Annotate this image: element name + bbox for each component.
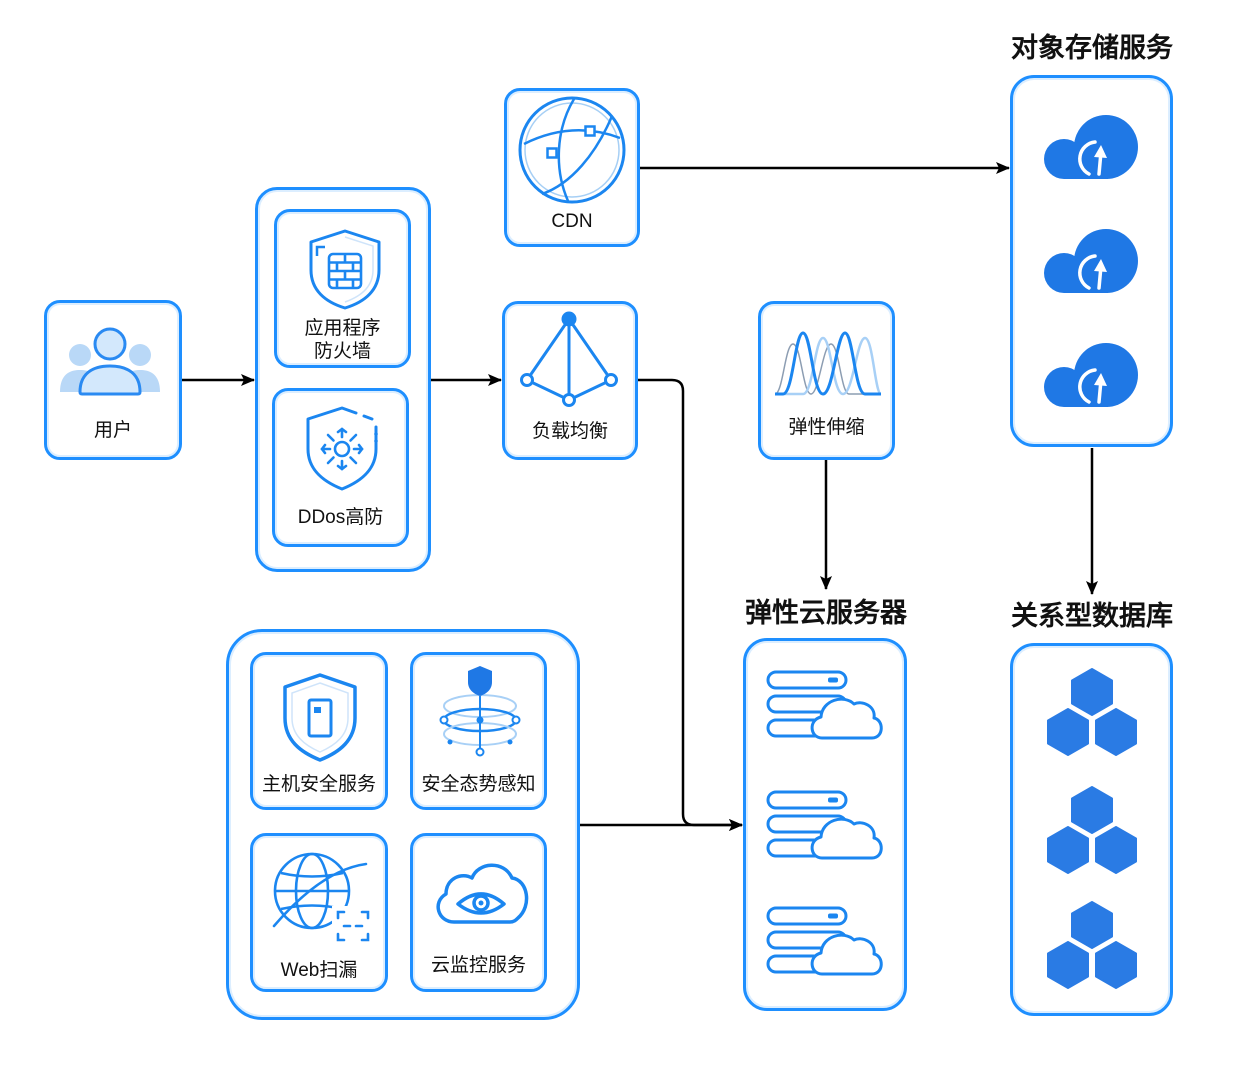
- relational-database-group: [1010, 643, 1173, 1016]
- host-security-node: 主机安全服务: [250, 652, 388, 810]
- situation-awareness-icon: [439, 666, 521, 757]
- cdn-node: CDN: [504, 88, 640, 247]
- object-storage-title: 对象存储服务: [1011, 33, 1173, 63]
- user-node: 用户: [44, 300, 182, 460]
- waf-node: 应用程序 防火墙: [274, 209, 411, 368]
- web-scan-node: Web扫漏: [250, 833, 388, 992]
- auto-scaling-label: 弹性伸缩: [788, 417, 865, 438]
- host-security-label: 主机安全服务: [261, 774, 376, 795]
- waf-label: 应用程序 防火墙: [277, 317, 408, 363]
- cloud-monitor-label: 云监控服务: [430, 955, 526, 976]
- hexagon-cluster-icon: [1040, 900, 1144, 990]
- auto-scaling-node: 弹性伸缩: [758, 301, 895, 460]
- users-icon: [60, 327, 160, 396]
- cloud-monitor-node: 云监控服务: [410, 833, 547, 992]
- cloud-upload-icon: [1042, 114, 1142, 182]
- user-label: 用户: [93, 420, 132, 441]
- wave-icon: [774, 331, 883, 396]
- cloud-eye-icon: [436, 863, 529, 924]
- ddos-label: DDos高防: [297, 507, 384, 528]
- server-cloud-icon: [766, 790, 884, 860]
- waf-label-line-2: 防火墙: [313, 341, 371, 362]
- cloud-upload-icon: [1042, 228, 1142, 296]
- firewall-shield-icon: [309, 229, 381, 310]
- relational-database-title: 关系型数据库: [1011, 601, 1173, 631]
- globe-icon: [518, 96, 626, 204]
- situation-awareness-label: 安全态势感知: [421, 774, 536, 795]
- cloud-upload-icon: [1042, 342, 1142, 410]
- firewall-group: 应用程序 防火墙 DDos高防: [255, 187, 431, 572]
- hexagon-cluster-icon: [1040, 785, 1144, 875]
- object-storage-group: [1010, 75, 1173, 447]
- load-balancer-icon: [520, 311, 618, 407]
- load-balancer-label: 负载均衡: [531, 421, 608, 442]
- ddos-shield-icon: [306, 406, 378, 491]
- load-balancer-node: 负载均衡: [502, 301, 638, 460]
- server-cloud-icon: [766, 906, 884, 976]
- elastic-cloud-server-group: [743, 638, 907, 1011]
- hexagon-cluster-icon: [1040, 667, 1144, 757]
- host-shield-icon: [283, 673, 357, 762]
- cdn-label: CDN: [551, 211, 593, 232]
- situation-awareness-node: 安全态势感知: [410, 652, 547, 810]
- web-scan-label: Web扫漏: [280, 960, 358, 981]
- web-scan-icon: [272, 852, 372, 942]
- security-group: 主机安全服务 安全态势感知: [226, 629, 580, 1020]
- server-cloud-icon: [766, 670, 884, 740]
- elastic-cloud-server-title: 弹性云服务器: [745, 598, 907, 628]
- ddos-node: DDos高防: [272, 388, 409, 547]
- waf-label-line-1: 应用程序: [304, 318, 381, 339]
